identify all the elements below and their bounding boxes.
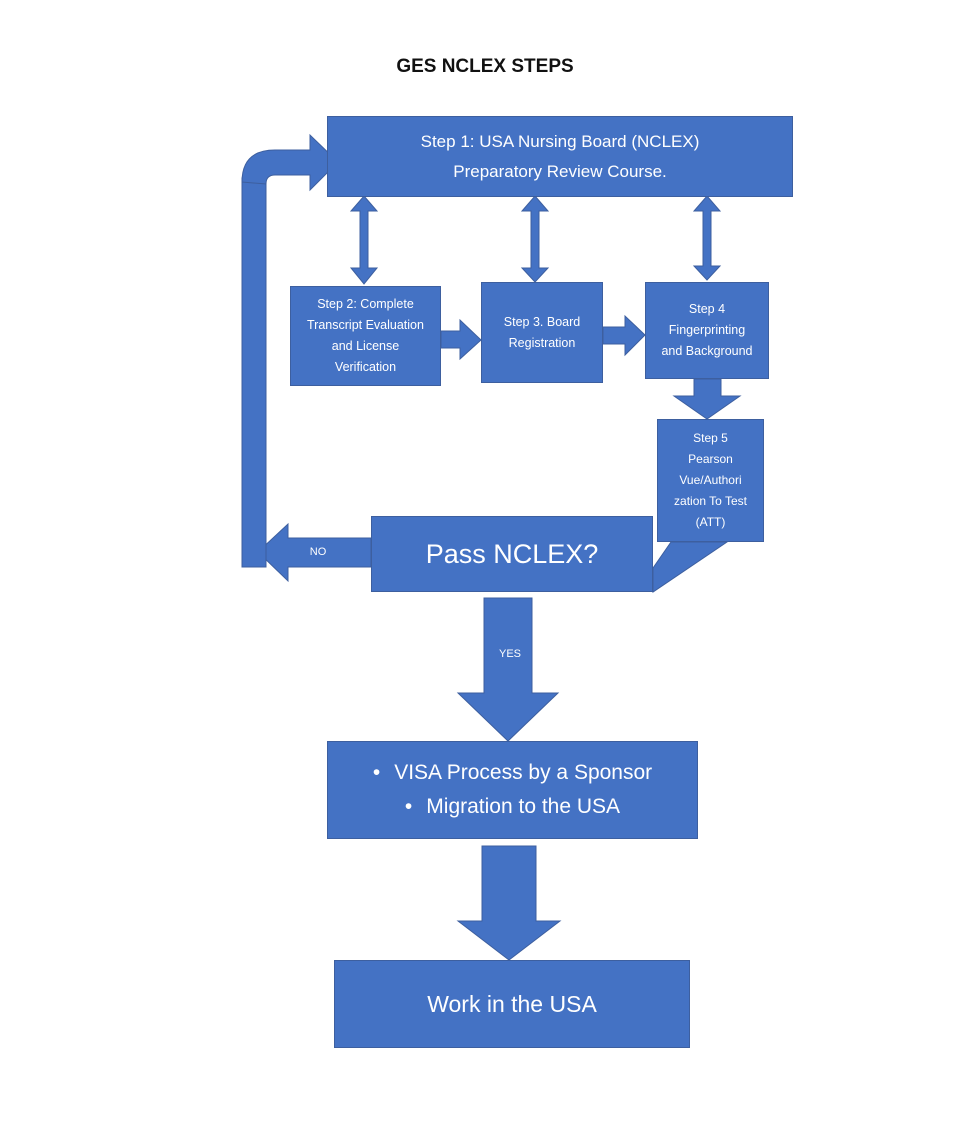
connector-step5-pass [652, 541, 729, 593]
pass-nclex-box: Pass NCLEX? [371, 516, 653, 592]
pass-nclex-label: Pass NCLEX? [425, 538, 599, 569]
arrow-loop-vertical [241, 177, 267, 568]
arrow-visa-work [456, 845, 562, 961]
double-arrow-step1-step2 [349, 195, 379, 285]
step4-label: Step 4 Fingerprinting and Background [661, 302, 753, 358]
arrow-step3-step4 [602, 314, 646, 357]
visa-list: VISA Process by a Sponsor Migration to t… [373, 756, 652, 824]
visa-box: VISA Process by a Sponsor Migration to t… [327, 741, 698, 839]
step1-box: Step 1: USA Nursing Board (NCLEX) Prepar… [327, 116, 793, 197]
page-title: GES NCLEX STEPS [396, 56, 574, 77]
double-arrow-step1-step4 [692, 195, 722, 281]
arrow-step4-step5 [672, 378, 742, 420]
edge-label-yes: YES [498, 648, 521, 660]
step2-label: Step 2: Complete Transcript Evaluation a… [307, 297, 424, 374]
step5-label: Step 5 Pearson Vue/Authori zation To Tes… [674, 431, 747, 529]
step4-box: Step 4 Fingerprinting and Background [645, 282, 769, 379]
arrow-no-left [257, 522, 372, 583]
visa-item-migration: Migration to the USA [373, 790, 652, 824]
visa-item-sponsor: VISA Process by a Sponsor [373, 756, 652, 790]
step3-label: Step 3. Board Registration [503, 314, 581, 350]
step3-box: Step 3. Board Registration [481, 282, 603, 383]
step1-label: Step 1: USA Nursing Board (NCLEX) Prepar… [420, 131, 700, 181]
work-box: Work in the USA [334, 960, 690, 1048]
step2-box: Step 2: Complete Transcript Evaluation a… [290, 286, 441, 386]
arrow-step2-step3 [440, 318, 482, 361]
arrow-loop-to-step1 [241, 133, 339, 192]
edge-label-no: NO [309, 546, 327, 558]
double-arrow-step1-step3 [520, 195, 550, 283]
step5-box: Step 5 Pearson Vue/Authori zation To Tes… [657, 419, 764, 542]
work-label: Work in the USA [427, 990, 597, 1017]
arrow-yes-down [456, 597, 560, 742]
